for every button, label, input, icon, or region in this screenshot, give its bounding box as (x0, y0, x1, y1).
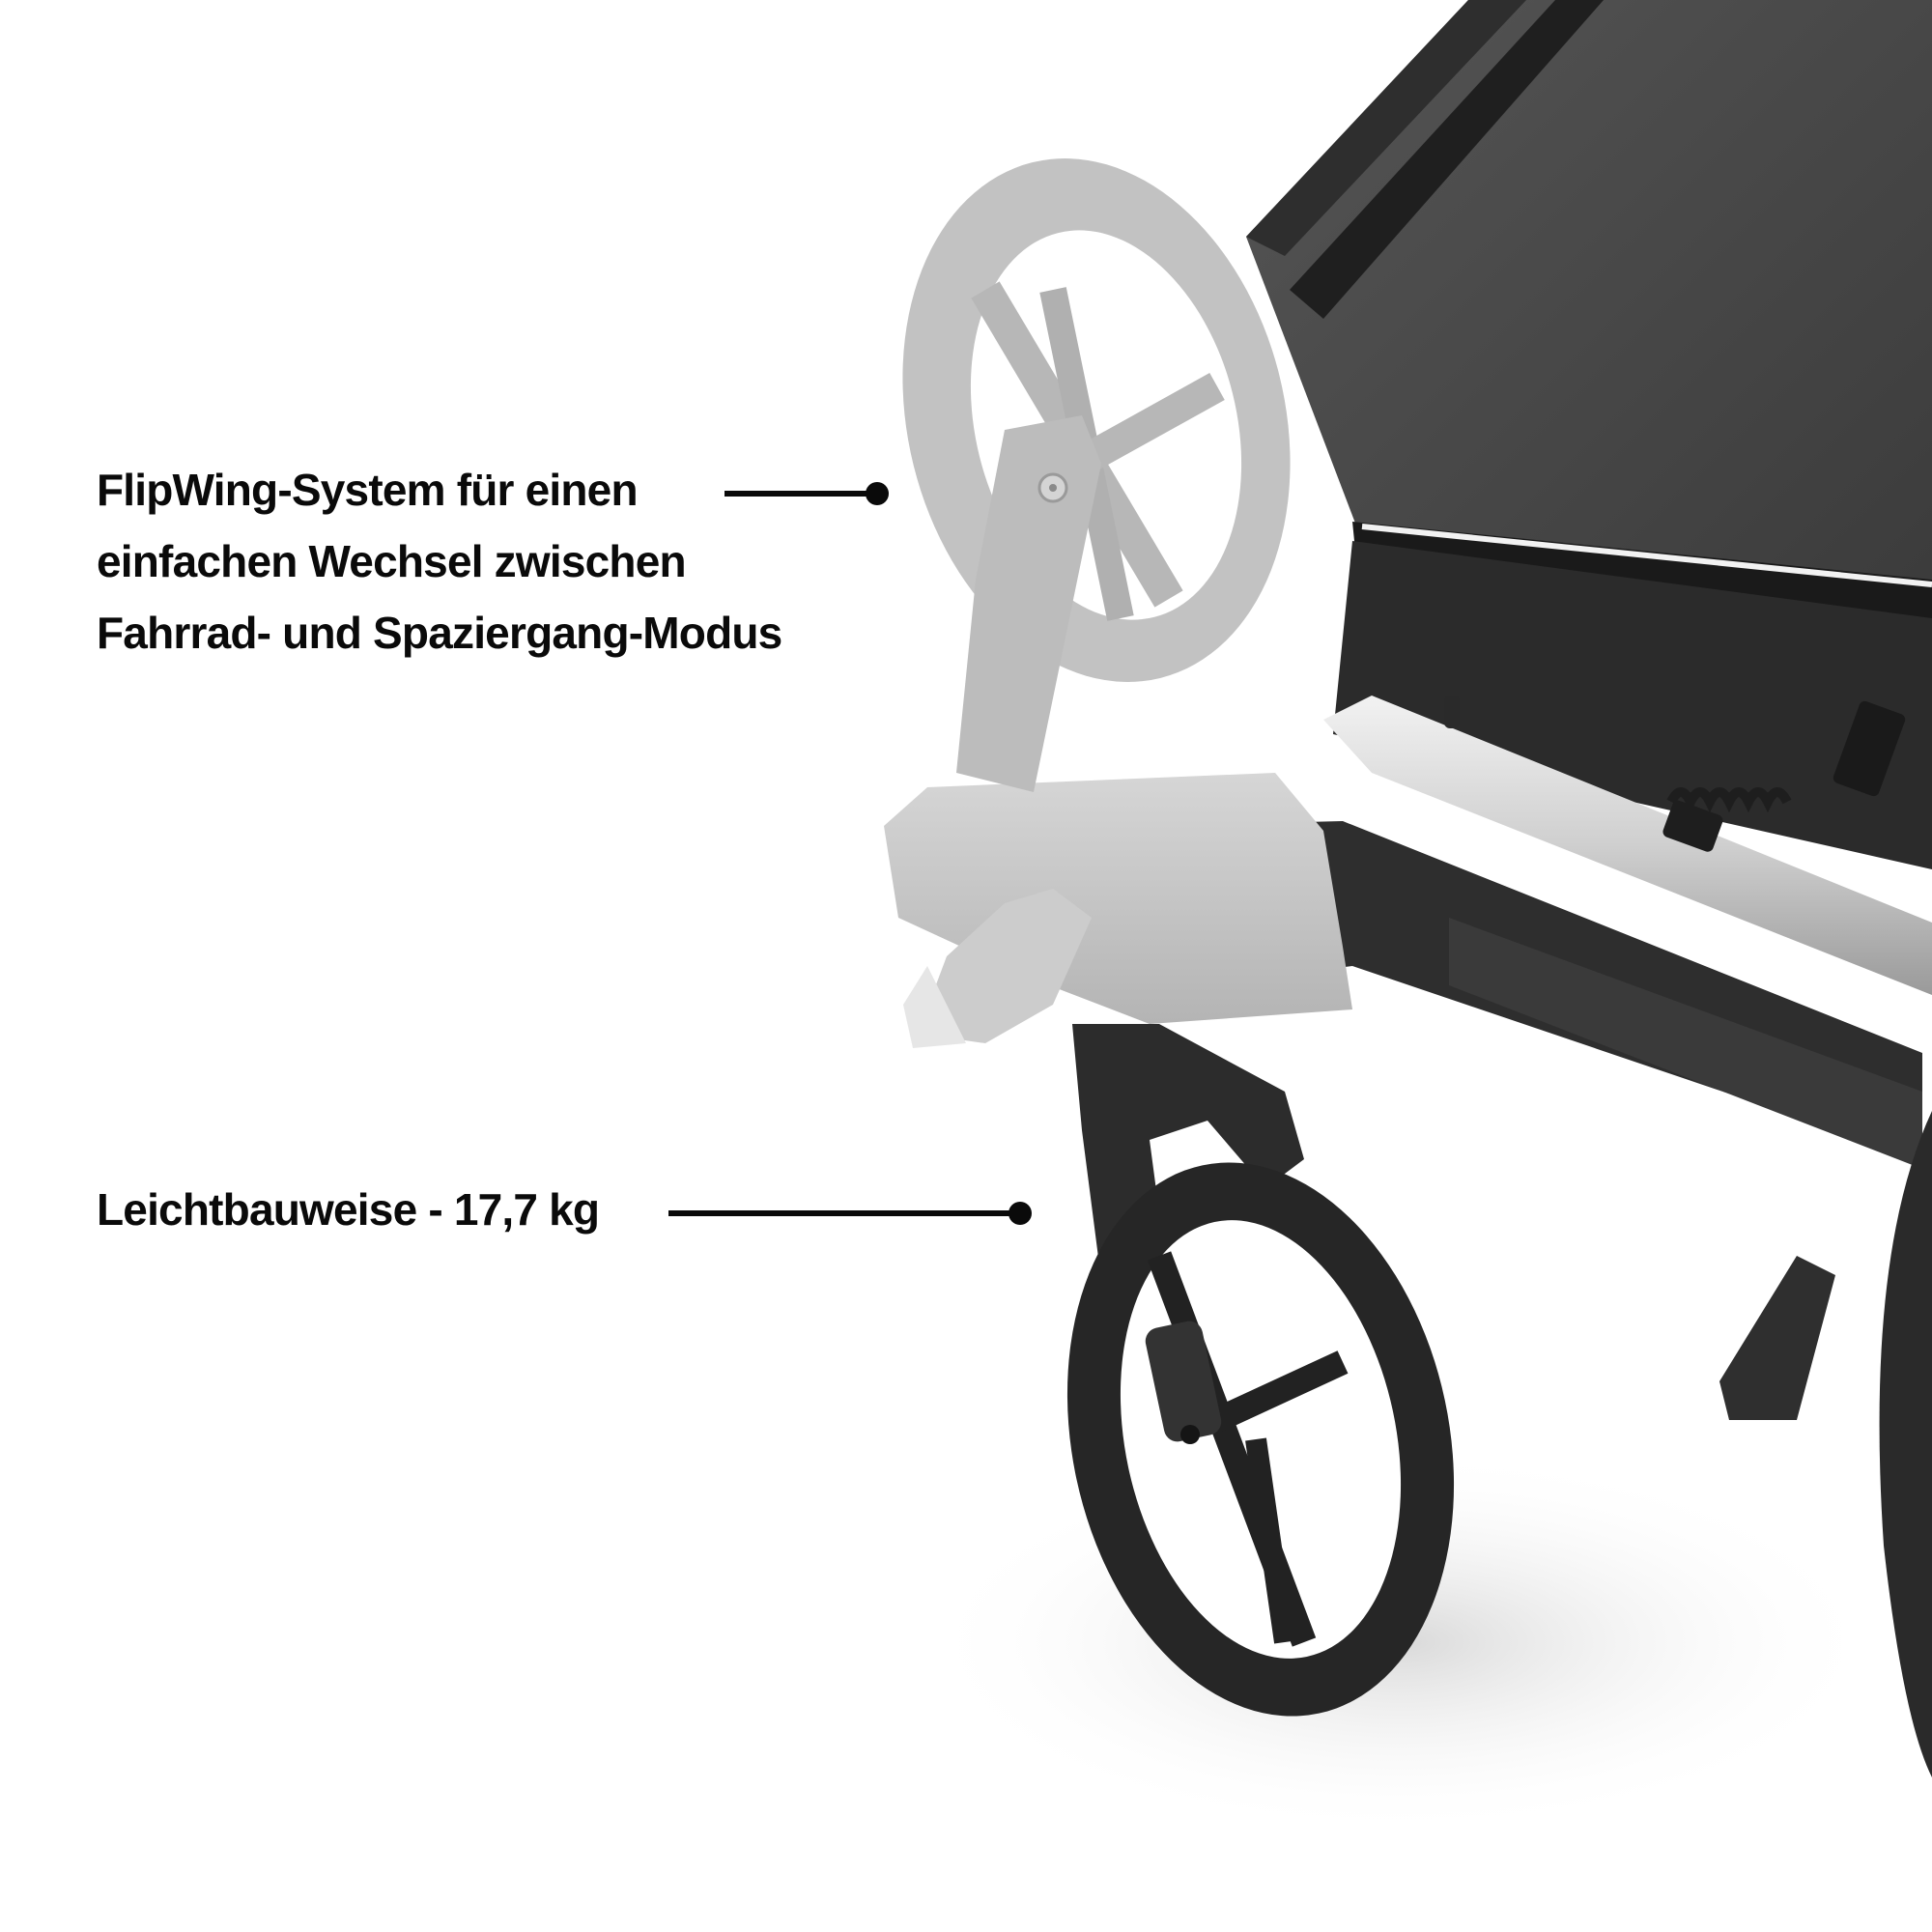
front-wheel (1066, 1162, 1455, 1717)
callout-weight-leader-line (668, 1210, 1020, 1216)
rear-wheel (1879, 1111, 1932, 1777)
callout-flipwing-leader-line (724, 491, 877, 497)
callout-flipwing-line-1: FlipWing-System für einen (97, 465, 639, 515)
callout-flipwing-line-2: einfachen Wechsel zwischen (97, 536, 687, 586)
callout-flipwing-dot (866, 482, 889, 505)
callout-weight-text: Leichtbauweise - 17,7 kg (97, 1174, 600, 1245)
flipwing-bumper (884, 773, 1352, 1048)
flipwing-arm (956, 415, 1101, 792)
callout-weight-line-1: Leichtbauweise - 17,7 kg (97, 1184, 600, 1235)
rear-foot (1719, 1256, 1835, 1420)
trailer-canopy (1246, 0, 1932, 869)
elastic-cord (1666, 787, 1792, 813)
callout-flipwing-text: FlipWing-System für einen einfachen Wech… (97, 454, 782, 668)
callout-weight-dot (1009, 1202, 1032, 1225)
callout-flipwing-line-3: Fahrrad- und Spaziergang-Modus (97, 608, 782, 658)
flipwing-wheel (902, 158, 1291, 792)
aluminium-bar (1323, 696, 1932, 995)
